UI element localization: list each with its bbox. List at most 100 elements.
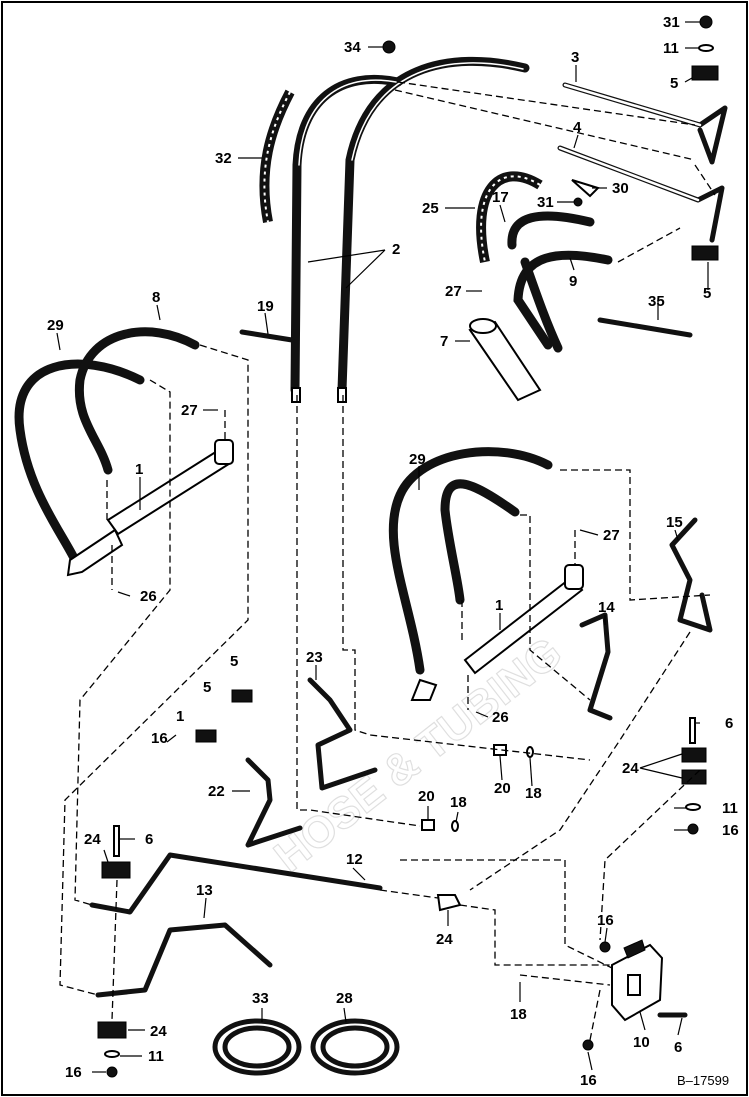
callout-16e: 16 <box>580 1072 597 1089</box>
bolt-6-right <box>689 717 696 744</box>
callout-5c: 5 <box>230 653 238 670</box>
callout-11: 11 <box>663 40 679 57</box>
nut-16-right <box>687 823 699 835</box>
callout-5: 5 <box>670 75 678 92</box>
callout-16c: 16 <box>597 912 614 929</box>
cap-34 <box>382 40 396 54</box>
hose-coil-28 <box>310 1018 400 1076</box>
clamp-5-b <box>195 729 217 743</box>
fitting-20-lower <box>421 819 435 831</box>
callout-24c: 24 <box>150 1023 167 1040</box>
washer-11-right <box>685 803 701 811</box>
callout-14: 14 <box>598 599 615 616</box>
clamp-5-top <box>691 65 719 81</box>
callout-18a: 18 <box>525 785 542 802</box>
callout-27a: 27 <box>445 283 462 300</box>
oring-18-upper <box>526 746 534 758</box>
bolt-6-left <box>113 825 120 857</box>
oring-18-lower <box>451 820 459 832</box>
callout-6c: 6 <box>674 1039 682 1056</box>
callout-31: 31 <box>663 14 680 31</box>
callout-3: 3 <box>571 49 579 66</box>
callout-16b: 16 <box>722 822 739 839</box>
callout-16d: 16 <box>65 1064 82 1081</box>
callout-31b: 31 <box>537 194 554 211</box>
nut-31-mid <box>573 197 583 207</box>
fitting-30 <box>571 179 600 198</box>
drawing-number: B–17599 <box>677 1073 729 1088</box>
block-7 <box>468 318 542 402</box>
callout-27c: 27 <box>603 527 620 544</box>
hose-coil-33 <box>212 1018 302 1076</box>
clamp-24-bottom <box>97 1021 127 1039</box>
tube-22 <box>245 757 303 848</box>
hose-2-pair <box>290 56 530 403</box>
cylinder-1-right <box>388 447 584 701</box>
callout-1a: 1 <box>135 461 143 478</box>
callout-18b: 18 <box>450 794 467 811</box>
callout-10: 10 <box>633 1034 650 1051</box>
callout-7: 7 <box>440 333 448 350</box>
callout-2: 2 <box>392 241 400 258</box>
fitting-23 <box>436 894 462 912</box>
callout-26b: 26 <box>492 709 509 726</box>
callout-23: 24 <box>436 931 453 948</box>
callout-6b: 6 <box>145 831 153 848</box>
tube-14 <box>579 612 613 721</box>
callout-19: 19 <box>257 298 274 315</box>
hose-17 <box>507 211 595 250</box>
callout-32: 32 <box>215 150 232 167</box>
callout-27b: 27 <box>181 402 198 419</box>
callout-5d: 5 <box>203 679 211 696</box>
callout-8: 8 <box>152 289 160 306</box>
callout-30: 30 <box>612 180 629 197</box>
callout-28: 28 <box>336 990 353 1007</box>
callout-22: 22 <box>208 783 225 800</box>
tube-4 <box>557 145 725 243</box>
callout-29b: 29 <box>409 451 426 468</box>
callout-33: 33 <box>252 990 269 1007</box>
callout-15: 15 <box>666 514 683 531</box>
callout-1c: 1 <box>176 708 184 725</box>
callout-34: 34 <box>344 39 361 56</box>
tube-15 <box>669 517 713 633</box>
clamp-24-left <box>101 861 131 879</box>
callout-5b: 5 <box>703 285 711 302</box>
leader-lines <box>56 21 709 1073</box>
callout-11b: 11 <box>722 800 738 817</box>
washer-11-bottom <box>104 1050 120 1058</box>
callout-13: 13 <box>196 882 213 899</box>
nut-31-top <box>699 15 713 29</box>
routing-lines <box>59 81 716 1041</box>
clamp-24-lower <box>681 769 707 785</box>
callout-1b: 1 <box>495 597 503 614</box>
callout-16a: 16 <box>151 730 168 747</box>
callout-20b: 20 <box>418 788 435 805</box>
tube-13 <box>95 922 273 998</box>
nut-16-valve-bottom <box>582 1039 594 1051</box>
callout-29a: 29 <box>47 317 64 334</box>
bolt-35 <box>597 317 693 338</box>
sleeve-25 <box>476 171 543 264</box>
callout-17: 17 <box>492 189 509 206</box>
clamp-24-upper <box>681 747 707 763</box>
washer-11-top <box>698 44 714 52</box>
callout-20a: 20 <box>494 780 511 797</box>
clamp-5-a <box>231 689 253 703</box>
callout-26a: 26 <box>140 588 157 605</box>
callout-6a: 6 <box>725 715 733 732</box>
control-valve-10 <box>611 939 664 1022</box>
nut-16-valve <box>599 941 611 953</box>
clamp-5-right <box>691 245 719 261</box>
nut-16-bottom <box>106 1066 118 1078</box>
callout-18c: 18 <box>510 1006 527 1023</box>
callout-21: 23 <box>306 649 323 666</box>
callout-labels: 31 11 5 34 3 4 32 30 31 25 17 2 9 27 5 3… <box>47 14 739 1089</box>
hose-9 <box>513 250 613 353</box>
callout-11c: 11 <box>148 1048 164 1065</box>
callout-35: 35 <box>648 293 665 310</box>
callout-24a: 24 <box>622 760 639 777</box>
callout-4: 4 <box>573 119 582 136</box>
